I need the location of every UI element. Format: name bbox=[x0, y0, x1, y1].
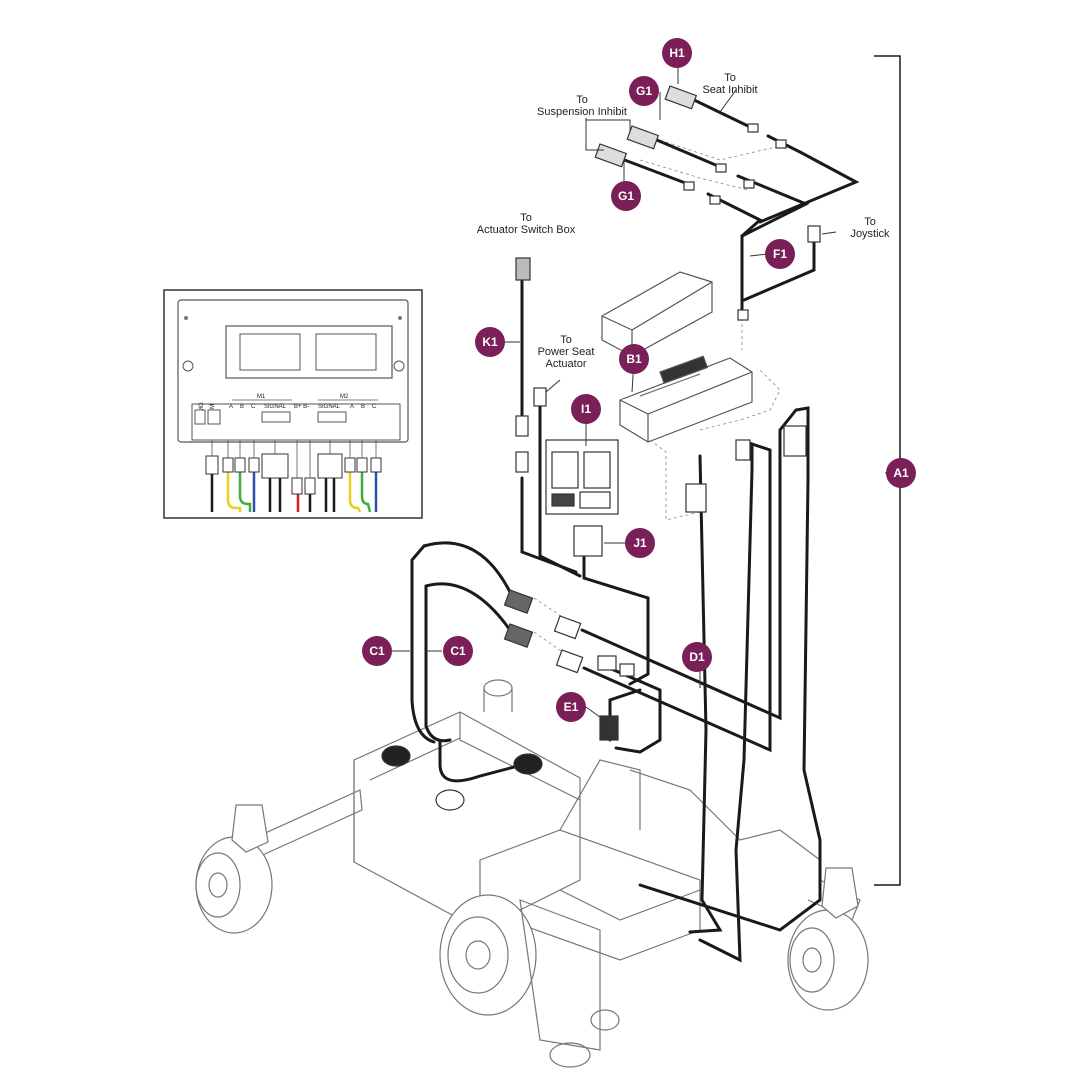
inset-m1-pin-c: C bbox=[251, 404, 256, 410]
callout-j1: J1 bbox=[625, 528, 655, 558]
callout-f1: F1 bbox=[765, 239, 795, 269]
label-suspension-inhibit: To Suspension Inhibit bbox=[537, 94, 627, 118]
inset-m2-pin-a: A bbox=[350, 404, 354, 410]
callout-g1-top: G1 bbox=[629, 76, 659, 106]
inset-m2-pin-b: B bbox=[361, 404, 365, 410]
inset-m1-pin-a: A bbox=[229, 404, 233, 410]
label-joystick: To Joystick bbox=[850, 216, 890, 240]
controller-b1 bbox=[619, 355, 753, 443]
callout-g1-bottom: G1 bbox=[611, 181, 641, 211]
label-seat-inhibit: To Seat Inhibit bbox=[702, 72, 758, 96]
controller-cover bbox=[601, 271, 713, 357]
connectors bbox=[381, 85, 821, 811]
callout-b1: B1 bbox=[619, 344, 649, 374]
callout-c1-left: C1 bbox=[362, 636, 392, 666]
callout-d1: D1 bbox=[682, 642, 712, 672]
inset-m2-label: M2 bbox=[340, 394, 349, 400]
inset-m1-pin-b: B bbox=[240, 404, 244, 410]
inset-m1-signal: SIGNAL bbox=[264, 404, 287, 410]
label-actuator-switch-box: To Actuator Switch Box bbox=[476, 212, 576, 236]
inset-m2-pin-c: C bbox=[372, 404, 377, 410]
callout-k1: K1 bbox=[475, 327, 505, 357]
callout-c1-right: C1 bbox=[443, 636, 473, 666]
inset-m1-label: M1 bbox=[257, 394, 266, 400]
label-power-seat-actuator: To Power Seat Actuator bbox=[537, 334, 595, 370]
controller-inset: M1 M2 BMG JSM A B C SIGNAL B+ B- SIGNAL … bbox=[163, 289, 423, 519]
chair-base bbox=[195, 679, 869, 1068]
callout-a1: A1 bbox=[886, 458, 916, 488]
inset-wires bbox=[210, 470, 378, 513]
callout-h1: H1 bbox=[662, 38, 692, 68]
inset-battery: B+ B- bbox=[294, 404, 309, 410]
callout-i1: I1 bbox=[571, 394, 601, 424]
callout-e1: E1 bbox=[556, 692, 586, 722]
leader-lines bbox=[392, 66, 898, 721]
inset-m2-signal: SIGNAL bbox=[318, 404, 341, 410]
inset-port-bmg: BMG bbox=[199, 402, 205, 416]
